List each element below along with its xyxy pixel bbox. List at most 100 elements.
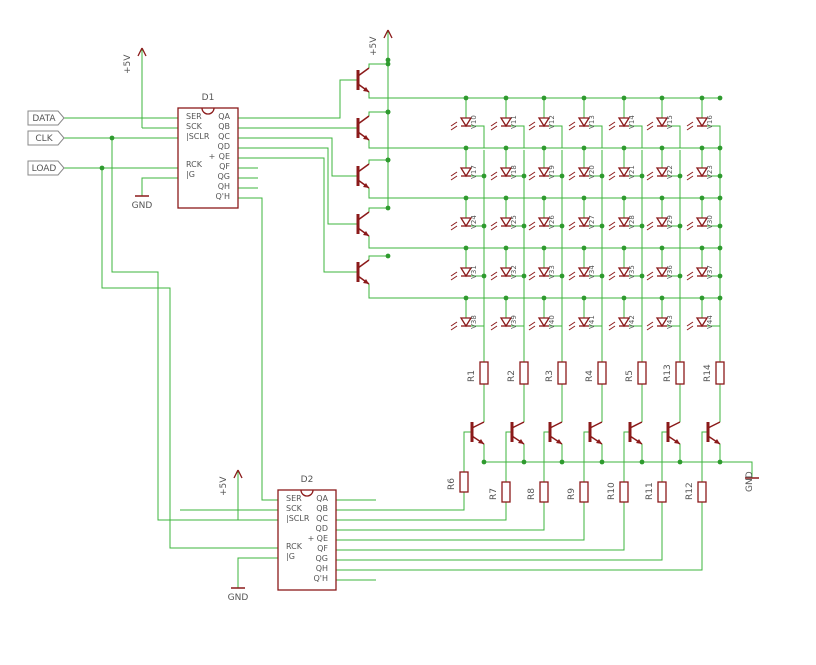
signal-label: DATA xyxy=(32,114,56,124)
load-to-d2-wire xyxy=(101,168,278,549)
junction-dot xyxy=(503,245,509,251)
led-label: V41 xyxy=(588,315,596,329)
led-light-arrow xyxy=(528,221,536,227)
gnd-label: GND xyxy=(745,471,755,492)
led-light-arrow xyxy=(528,325,536,331)
chip-pin-label: QC xyxy=(316,514,328,523)
led-label: V12 xyxy=(548,115,556,129)
column-resistor xyxy=(715,361,725,385)
junction-dot xyxy=(717,195,723,201)
led-light-arrow xyxy=(568,271,576,277)
column-transistor-arrow xyxy=(636,439,642,444)
junction-dot xyxy=(109,135,115,141)
led-diode xyxy=(459,317,473,328)
led-diode xyxy=(499,167,513,178)
column-resistor-label: R5 xyxy=(625,370,635,382)
junction-dot xyxy=(559,273,565,279)
led-diode xyxy=(537,217,551,228)
base-wire xyxy=(661,431,668,482)
led-diode xyxy=(577,317,591,328)
led-light-arrow xyxy=(646,125,654,131)
led-diode xyxy=(499,217,513,228)
junction-dot xyxy=(521,273,527,279)
led-light-arrow xyxy=(608,321,616,327)
led-diode xyxy=(655,117,669,128)
led-light-arrow xyxy=(490,125,498,131)
led-light-arrow xyxy=(608,175,616,181)
junction-dot xyxy=(581,245,587,251)
chip-pin-label: Q'H xyxy=(313,574,328,583)
chip-pin-label: SCK xyxy=(286,504,303,513)
base-resistor-label: R10 xyxy=(607,482,617,500)
led-label: V27 xyxy=(588,215,596,229)
row-transistor-collector xyxy=(357,67,370,77)
chip-marker: + xyxy=(308,534,315,543)
junction-dot xyxy=(521,223,527,229)
base-resistor-label: R9 xyxy=(567,488,577,500)
junction-dot xyxy=(621,145,627,151)
led-light-arrow xyxy=(646,271,654,277)
led-light-arrow xyxy=(608,275,616,281)
junction-dot xyxy=(699,295,705,301)
led-diode xyxy=(617,117,631,128)
led-light-arrow xyxy=(646,225,654,231)
led-light-arrow xyxy=(686,321,694,327)
led-light-arrow xyxy=(528,275,536,281)
led-diode xyxy=(459,117,473,128)
chip-pin-label: QG xyxy=(218,172,231,181)
row-drive-wire xyxy=(238,79,358,119)
junction-dot xyxy=(503,145,509,151)
led-light-arrow xyxy=(568,221,576,227)
column-transistor-collector xyxy=(471,421,485,429)
led-label: V34 xyxy=(588,265,596,279)
junction-dot xyxy=(481,459,487,465)
led-light-arrow xyxy=(450,221,458,227)
led-label: V13 xyxy=(588,115,596,129)
junction-dot xyxy=(581,95,587,101)
led-diode xyxy=(695,167,709,178)
junction-dot xyxy=(481,223,487,229)
led-light-arrow xyxy=(608,125,616,131)
led-diode xyxy=(499,117,513,128)
led-light-arrow xyxy=(528,121,536,127)
junction-dot xyxy=(521,173,527,179)
row-bus-wire xyxy=(368,188,720,199)
base-resistor xyxy=(501,481,511,503)
column-resistor-label: R14 xyxy=(703,364,713,382)
led-light-arrow xyxy=(490,121,498,127)
gnd-label-d2: GND xyxy=(228,593,249,603)
led-diode xyxy=(617,217,631,228)
chip-pin-label: QD xyxy=(316,524,328,533)
led-diode xyxy=(577,167,591,178)
column-transistor-collector xyxy=(629,421,643,429)
led-label: V22 xyxy=(666,165,674,179)
gnd-label-d1: GND xyxy=(132,201,153,211)
ground-bus-wire xyxy=(484,461,753,478)
column-transistor-collector xyxy=(511,421,525,429)
led-label: V10 xyxy=(470,115,478,129)
junction-dot xyxy=(717,95,723,101)
base-resistor xyxy=(657,481,667,503)
column-drive-wire xyxy=(336,502,703,571)
junction-dot xyxy=(559,223,565,229)
junction-dot xyxy=(481,173,487,179)
led-label: V38 xyxy=(470,315,478,329)
led-diode xyxy=(577,217,591,228)
led-diode xyxy=(459,167,473,178)
led-light-arrow xyxy=(686,121,694,127)
junction-dot xyxy=(639,223,645,229)
junction-dot xyxy=(541,295,547,301)
led-light-arrow xyxy=(646,171,654,177)
row-bus-wire xyxy=(368,236,720,249)
led-diode xyxy=(459,267,473,278)
column-resistor-label: R1 xyxy=(467,370,477,382)
column-resistor xyxy=(557,361,567,385)
chip-pin-label: Q'H xyxy=(215,192,230,201)
junction-dot xyxy=(463,295,469,301)
junction-dot xyxy=(599,273,605,279)
junction-dot xyxy=(717,459,723,465)
column-resistor xyxy=(675,361,685,385)
led-label: V20 xyxy=(588,165,596,179)
led-diode xyxy=(617,267,631,278)
base-wire xyxy=(505,431,512,482)
